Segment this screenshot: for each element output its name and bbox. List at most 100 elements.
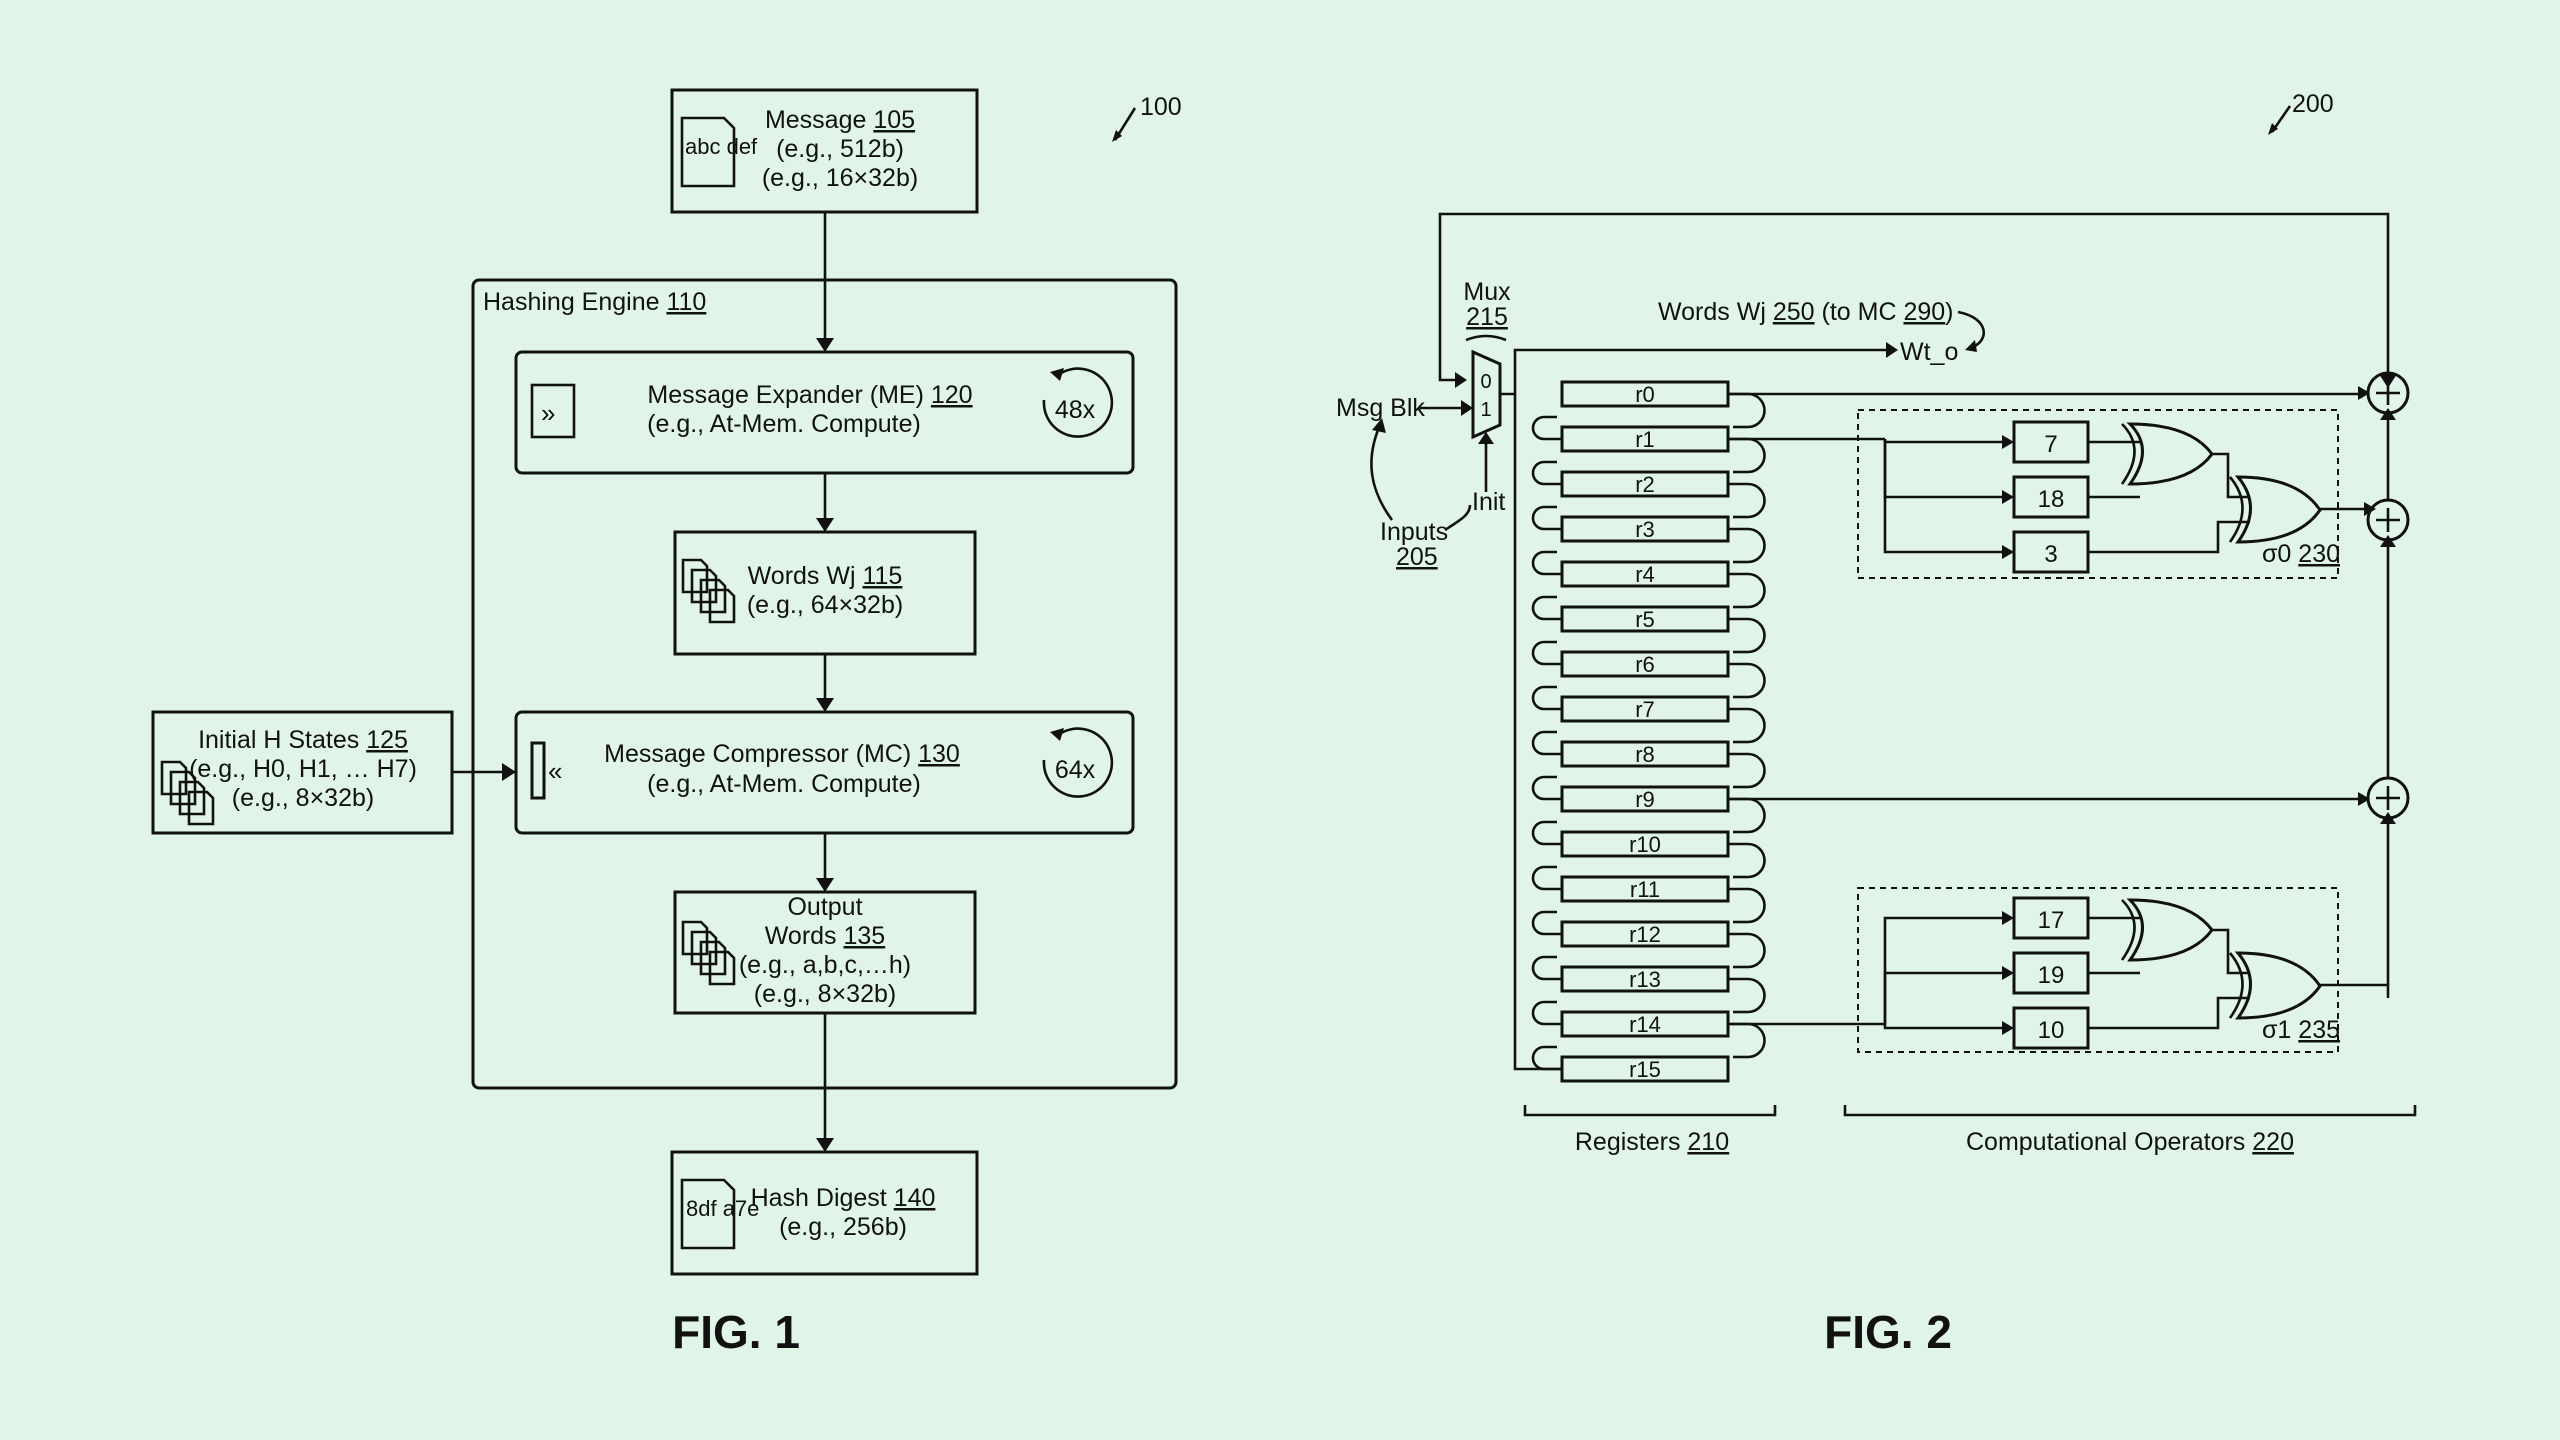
words-sub: (e.g., 64×32b) <box>747 591 903 619</box>
svg-text:Message Expander (ME) 120: Message Expander (ME) 120 <box>647 381 972 409</box>
svg-text:8df a7e: 8df a7e <box>686 1196 759 1221</box>
svg-text:Words 135: Words 135 <box>765 922 885 950</box>
message-l2: (e.g., 16×32b) <box>762 164 918 192</box>
engine-title: Hashing Engine <box>483 288 660 316</box>
expander-num: 120 <box>931 381 973 409</box>
svg-text:r1: r1 <box>1635 427 1655 452</box>
sigma1-shift-10: 10 <box>1883 1006 2090 1050</box>
svg-text:r7: r7 <box>1635 697 1655 722</box>
svg-text:r9: r9 <box>1635 787 1655 812</box>
ops-brace <box>1843 1105 2417 1117</box>
output-l1: (e.g., a,b,c,…h) <box>739 951 911 979</box>
wt-o-label: Wt_o <box>1900 338 1958 366</box>
output-l2: (e.g., 8×32b) <box>754 980 896 1008</box>
svg-text:Registers 210: Registers 210 <box>1575 1128 1729 1156</box>
expander-title: Message Expander (ME) <box>647 381 924 409</box>
documents-stack-icon <box>160 760 215 826</box>
register-r10: r10 <box>1531 820 1766 879</box>
svg-text:r10: r10 <box>1629 832 1661 857</box>
svg-text:r5: r5 <box>1635 607 1655 632</box>
register-r0: r0 <box>1560 380 1766 429</box>
fig2-ref: 200 <box>2292 90 2334 118</box>
init-num: 125 <box>366 726 408 754</box>
svg-text:r14: r14 <box>1629 1012 1661 1037</box>
adders <box>2366 371 2410 998</box>
svg-text:σ0 230: σ0 230 <box>2262 540 2340 568</box>
documents-stack-icon <box>681 920 736 986</box>
digest-box <box>670 1150 979 1276</box>
svg-text:Message Compressor (MC) 130: Message Compressor (MC) 130 <box>604 740 960 768</box>
words-title: Words Wj <box>748 562 856 590</box>
message-l1: (e.g., 512b) <box>776 135 904 163</box>
svg-text:17: 17 <box>2038 907 2065 934</box>
engine-num: 110 <box>666 288 706 316</box>
sigma1-xor-1 <box>2126 898 2214 962</box>
words-num: 115 <box>862 562 902 590</box>
sigma0-label: σ0 <box>2262 540 2291 568</box>
svg-text:1: 1 <box>1480 399 1491 421</box>
mux-title: Mux <box>1463 278 1511 306</box>
svg-text:0: 0 <box>1480 371 1491 393</box>
document-icon: abc def <box>680 116 758 188</box>
svg-text:10: 10 <box>2038 1017 2065 1044</box>
ops-label: Computational Operators <box>1966 1128 2245 1156</box>
svg-text:r2: r2 <box>1635 472 1655 497</box>
init-l2: (e.g., 8×32b) <box>232 784 374 812</box>
svg-text:r0: r0 <box>1635 382 1655 407</box>
compressor-num: 130 <box>918 740 960 768</box>
svg-text:r4: r4 <box>1635 562 1655 587</box>
message-num: 105 <box>873 106 915 134</box>
svg-text:«: « <box>548 756 562 786</box>
compressor-sub: (e.g., At-Mem. Compute) <box>647 770 921 798</box>
svg-text:r3: r3 <box>1635 517 1655 542</box>
msg-blk-label: Msg Blk <box>1336 394 1425 422</box>
svg-text:r13: r13 <box>1629 967 1661 992</box>
inputs-label: Inputs <box>1380 518 1448 546</box>
svg-text:Hash Digest 140: Hash Digest 140 <box>751 1184 936 1212</box>
svg-text:18: 18 <box>2038 486 2065 513</box>
digest-sub: (e.g., 256b) <box>779 1213 907 1241</box>
svg-text:abc def: abc def <box>685 134 758 159</box>
fig1: 100 abc def Message 105 (e.g., 512b) (e.… <box>151 88 1182 1358</box>
rewind-icon <box>530 741 546 800</box>
output-num: 135 <box>844 922 886 950</box>
digest-title: Hash Digest <box>751 1184 887 1212</box>
init-title: Initial H States <box>198 726 359 754</box>
svg-text:7: 7 <box>2044 431 2057 458</box>
register-r3: r3 <box>1531 505 1766 564</box>
compressor-count: 64x <box>1055 756 1096 784</box>
message-title: Message <box>765 106 866 134</box>
output-t1: Output <box>787 893 862 921</box>
sigma1-block <box>1857 887 2339 1053</box>
svg-text:r12: r12 <box>1629 922 1661 947</box>
register-r11: r11 <box>1531 865 1766 924</box>
feedback-line <box>1438 212 2390 382</box>
mux-brace <box>1465 334 1507 342</box>
init-l1: (e.g., H0, H1, … H7) <box>189 755 417 783</box>
svg-text:Computational Operators 220: Computational Operators 220 <box>1966 1128 2294 1156</box>
fig1-ref: 100 <box>1140 93 1182 121</box>
fig2-caption: FIG. 2 <box>1824 1306 1952 1358</box>
sigma0-block <box>1857 409 2339 579</box>
svg-text:»: » <box>541 398 555 428</box>
register-r12: r12 <box>1531 910 1766 969</box>
svg-text:r15: r15 <box>1629 1057 1661 1082</box>
document-icon: 8df a7e <box>680 1178 759 1250</box>
register-r5: r5 <box>1531 595 1766 654</box>
fig2: 200 Mux 215 0 1 Msg Blk Init Inputs 205 … <box>1336 90 2417 1358</box>
mux <box>1471 349 1502 440</box>
sigma0-shift-7: 7 <box>1883 420 2090 464</box>
sigma1-shift-19: 19 <box>1883 951 2090 1024</box>
sigma1-xor-2 <box>2234 951 2322 1020</box>
register-r9: r9 <box>1531 775 1766 834</box>
sigma1-shift-17: 17 <box>1883 896 2090 1024</box>
svg-text:r8: r8 <box>1635 742 1655 767</box>
sigma1-label: σ1 <box>2262 1016 2291 1044</box>
register-r8: r8 <box>1531 730 1766 789</box>
r15-feedback <box>1513 394 1562 1071</box>
output-t2: Words <box>765 922 837 950</box>
words-label: Words Wj <box>1658 298 1766 326</box>
svg-text:Message 105: Message 105 <box>765 106 915 134</box>
